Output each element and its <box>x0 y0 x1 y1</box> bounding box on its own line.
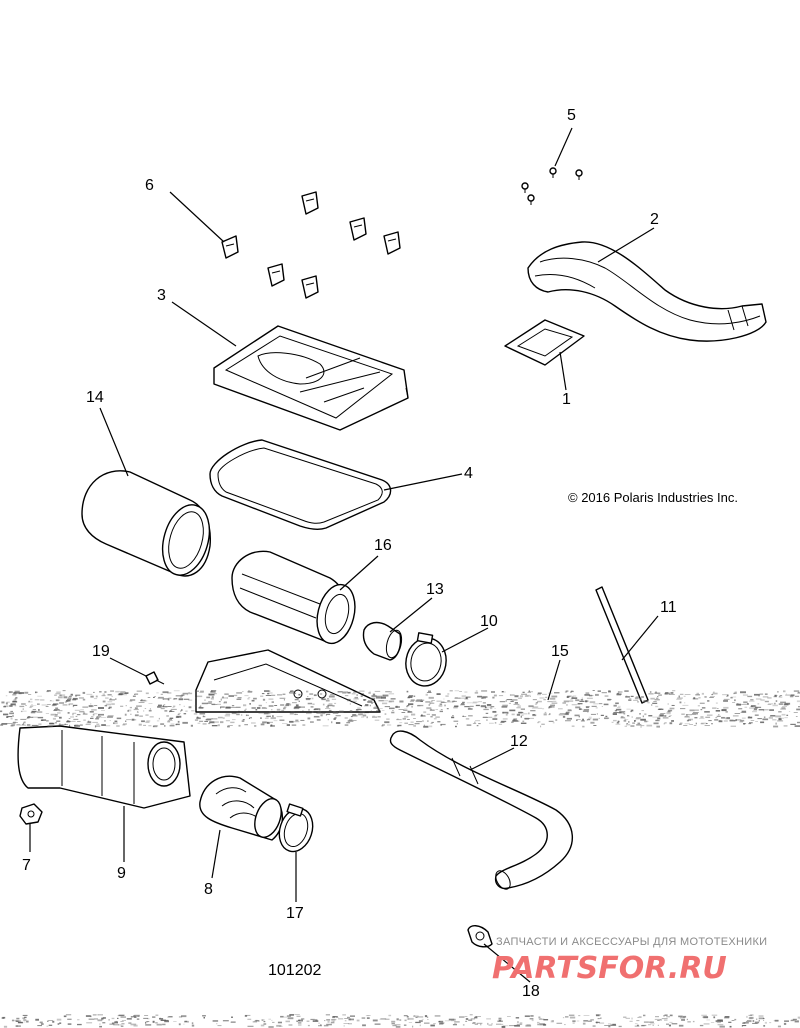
clip-6f <box>301 275 319 299</box>
screw-5d <box>527 194 535 205</box>
part-12-hose <box>389 730 574 890</box>
clip-6b <box>301 191 319 215</box>
part-7-nut <box>19 803 43 825</box>
callout-12: 12 <box>510 733 528 750</box>
clip-6a <box>221 235 239 259</box>
part-5-screws <box>521 167 583 205</box>
scan-noise-band <box>0 690 800 728</box>
callout-19: 19 <box>92 643 110 660</box>
part-2-intake-duct <box>527 241 767 342</box>
part-18-clip <box>467 925 493 948</box>
callout-3: 3 <box>157 287 166 304</box>
part-3-airbox-cover <box>213 325 409 431</box>
callout-11: 11 <box>660 599 677 616</box>
copyright-notice: © 2016 Polaris Industries Inc. <box>568 490 738 505</box>
callout-17: 17 <box>286 905 304 922</box>
callout-2: 2 <box>650 211 659 228</box>
callout-1: 1 <box>562 391 571 408</box>
callout-10: 10 <box>480 613 498 630</box>
callout-15: 15 <box>551 643 569 660</box>
clip-6e <box>267 263 285 287</box>
callout-14: 14 <box>86 389 104 406</box>
scan-noise-band-bottom <box>1 1014 800 1028</box>
diagram-number: 101202 <box>268 962 321 979</box>
watermark-tagline: ЗАПЧАСТИ И АКСЕССУАРЫ ДЛЯ МОТОТЕХНИКИ <box>496 936 767 948</box>
part-19-bolt <box>145 671 165 685</box>
callout-4: 4 <box>464 465 473 482</box>
callout-18: 18 <box>522 983 540 1000</box>
part-17-clamp <box>278 803 314 853</box>
callout-8: 8 <box>204 881 213 898</box>
callout-13: 13 <box>426 581 444 598</box>
part-8-intake-boot <box>199 775 283 841</box>
part-9-airbox-base <box>17 649 381 809</box>
part-16-air-filter <box>231 550 356 645</box>
watermark-logo: PARTSFOR.RU <box>492 951 727 986</box>
callout-16: 16 <box>374 537 392 554</box>
part-13-coupler <box>362 621 403 661</box>
part-1-flange-plate <box>504 319 585 366</box>
leader-lines <box>29 127 659 983</box>
screw-5a <box>521 182 529 193</box>
clip-6c <box>349 217 367 241</box>
callout-numbers: 5 2 6 3 4 1 14 16 13 10 11 15 19 12 7 9 … <box>22 107 677 1000</box>
part-11-rod <box>595 586 649 704</box>
screw-5c <box>575 169 583 180</box>
part-14-pre-filter <box>81 470 211 577</box>
callout-9: 9 <box>117 865 126 882</box>
callout-7: 7 <box>22 857 31 874</box>
callout-6: 6 <box>145 177 154 194</box>
watermark: ЗАПЧАСТИ И АКСЕССУАРЫ ДЛЯ МОТОТЕХНИКИ PA… <box>492 936 767 986</box>
part-10-hose-clamp <box>405 632 447 687</box>
clip-6d <box>383 231 401 255</box>
part-6-clips <box>221 191 401 299</box>
part-4-gasket <box>209 439 392 531</box>
screw-5b <box>549 167 557 178</box>
callout-5: 5 <box>567 107 576 124</box>
